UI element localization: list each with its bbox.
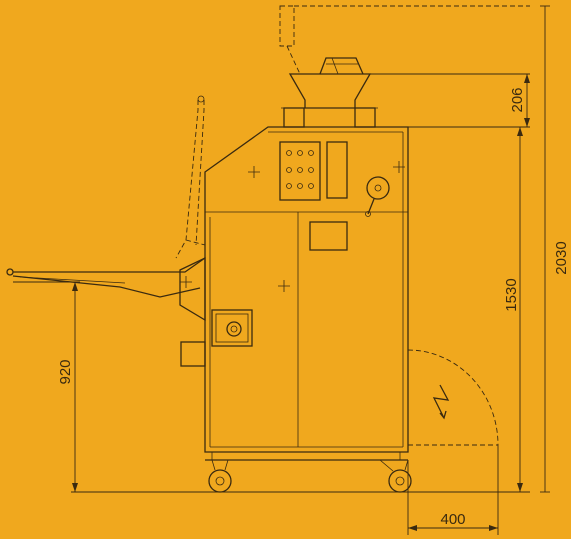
- dimension-lines: [13, 5, 550, 535]
- inspection-window: [309, 221, 348, 251]
- crosshair-marks: [180, 161, 405, 292]
- motor-box: [211, 309, 253, 347]
- dimension-label-206: 206: [509, 87, 526, 112]
- tilted-chute: [175, 95, 206, 259]
- dimension-label-2030: 2030: [553, 241, 570, 274]
- machine-body: [204, 126, 409, 461]
- dimension-label-400: 400: [440, 511, 465, 528]
- handwheel: [365, 176, 390, 217]
- door-swing-area: [407, 349, 499, 446]
- feeding-table: [6, 256, 206, 322]
- dimension-label-920: 920: [57, 359, 74, 384]
- wheels: [208, 459, 412, 493]
- side-box: [180, 341, 206, 367]
- hopper-assembly: [279, 5, 530, 128]
- lightning-icon: [432, 384, 450, 419]
- control-panel: [279, 141, 348, 201]
- dimension-label-1530: 1530: [503, 278, 520, 311]
